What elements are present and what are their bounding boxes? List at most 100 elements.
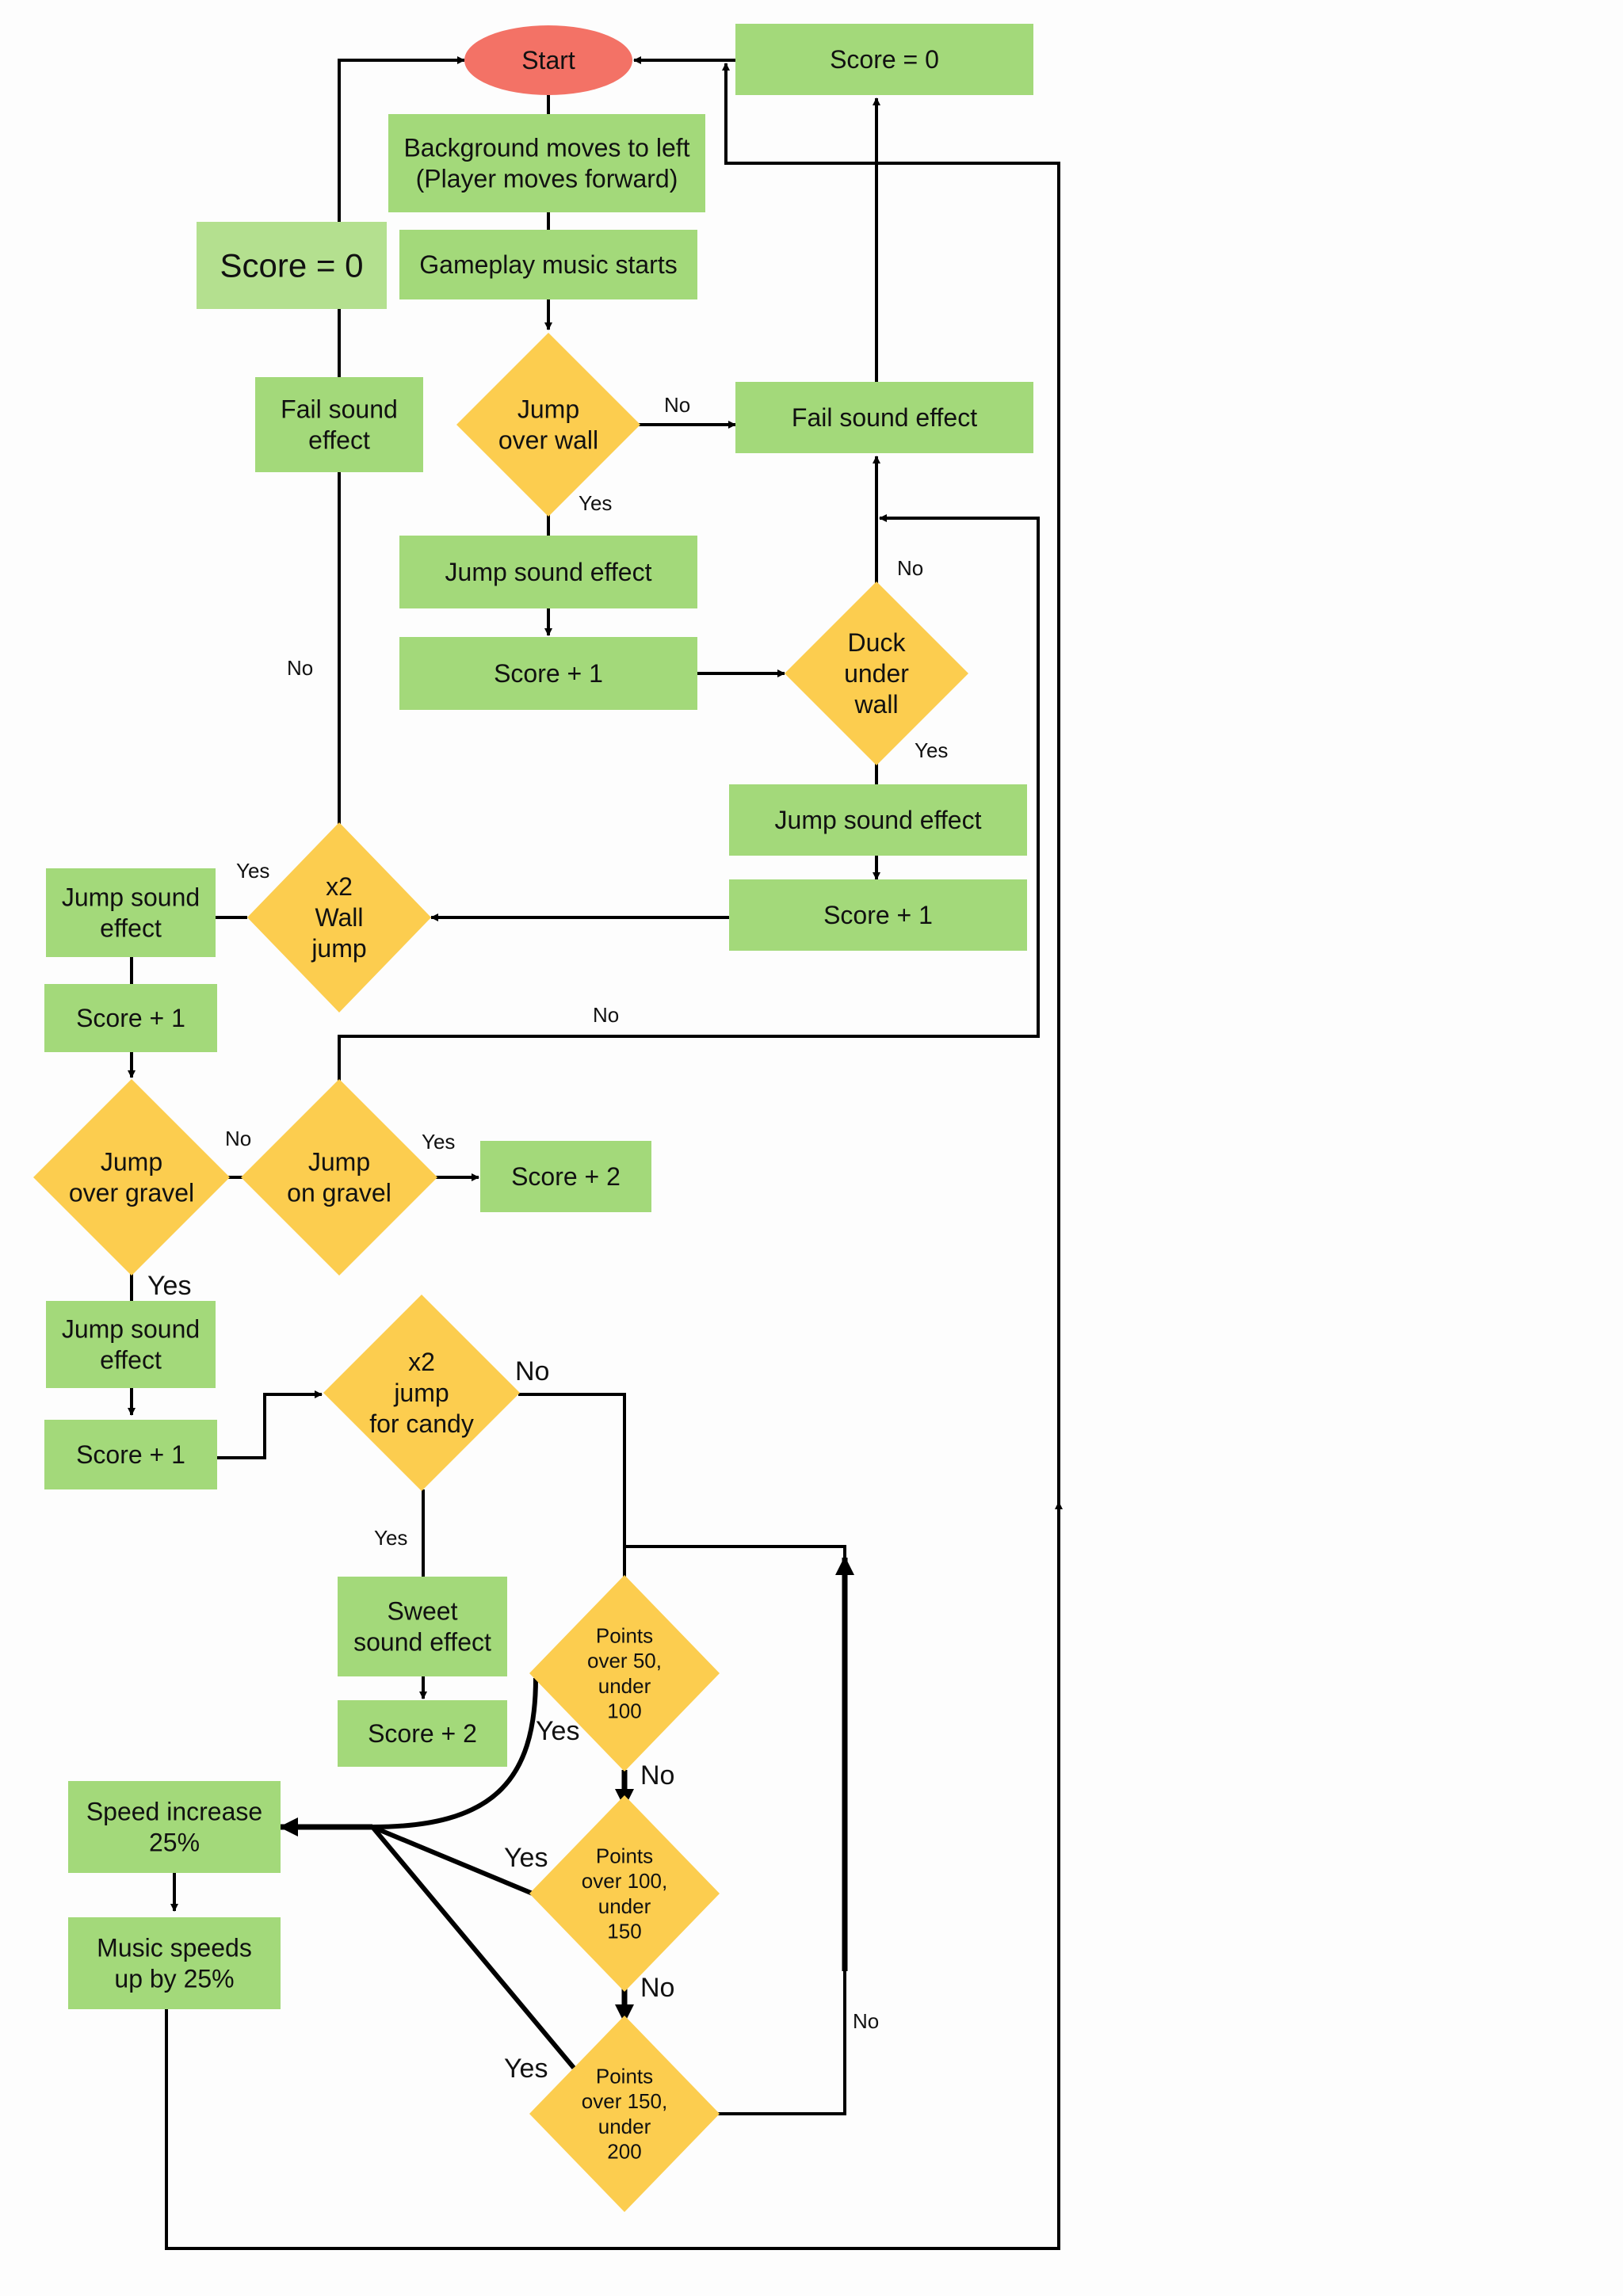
node-label-line: for candy xyxy=(369,1409,474,1438)
node-score-plus-1-c: Score + 1 xyxy=(44,984,217,1052)
node-label-line: under xyxy=(598,2115,651,2138)
label-no-jump-wall: No xyxy=(664,393,690,417)
label-no-duck: No xyxy=(897,556,923,580)
process-box xyxy=(46,868,216,957)
node-label-line: Score + 1 xyxy=(76,1440,185,1469)
decision-diamond xyxy=(241,1079,437,1276)
node-label-line: Jump xyxy=(517,395,579,424)
process-box xyxy=(399,536,697,608)
node-label-line: over wall xyxy=(498,426,598,455)
node-label-line: effect xyxy=(308,426,370,455)
node-label-line: 150 xyxy=(607,1920,641,1943)
process-box xyxy=(338,1577,507,1676)
node-label-line: under xyxy=(598,1894,651,1918)
decision-diamond xyxy=(529,2016,720,2212)
decision-diamond xyxy=(456,333,640,517)
process-box xyxy=(68,1917,281,2009)
edge-fail-left-to-start xyxy=(338,60,464,377)
node-label-line: Gameplay music starts xyxy=(419,250,677,279)
node-label-line: x2 xyxy=(408,1348,435,1376)
node-label-line: Score + 1 xyxy=(76,1004,185,1032)
node-music-starts: Gameplay music starts xyxy=(399,230,697,299)
node-label-line: Score + 1 xyxy=(494,659,603,688)
label-no-gravel-loop: No xyxy=(593,1003,619,1027)
node-label-line: Jump sound effect xyxy=(775,806,982,834)
edge-candy-no xyxy=(518,1393,626,1578)
label-no-points-150: No xyxy=(853,2009,879,2033)
edge-on-gravel-no-loop xyxy=(338,514,1040,1081)
process-box xyxy=(255,377,423,472)
process-box xyxy=(44,1420,217,1489)
node-jump-sound-2: Jump sound effect xyxy=(729,784,1027,856)
process-box xyxy=(338,1700,507,1767)
label-yes-x2-wall: Yes xyxy=(236,859,269,883)
edge-points100-yes xyxy=(371,1825,534,1896)
process-box xyxy=(735,24,1033,95)
node-label-line: Background moves to left xyxy=(403,134,689,162)
process-box xyxy=(197,222,387,309)
node-label-line: sound effect xyxy=(353,1628,491,1657)
edge-loop-to-score-reset xyxy=(722,63,1060,1505)
node-label-line: Score + 1 xyxy=(823,901,933,929)
node-label-line: jump xyxy=(311,934,366,963)
label-yes-duck: Yes xyxy=(915,738,948,762)
node-score-plus-1-b: Score + 1 xyxy=(729,879,1027,951)
label-yes-candy: Yes xyxy=(374,1526,407,1550)
node-score-reset-top: Score = 0 xyxy=(735,24,1033,95)
decision-diamond xyxy=(323,1295,520,1491)
node-label-line: on gravel xyxy=(287,1179,391,1207)
node-jump-sound-1: Jump sound effect xyxy=(399,536,697,608)
node-label-line: Score = 0 xyxy=(220,247,364,284)
node-label-line: Score + 2 xyxy=(511,1162,621,1191)
node-label-line: under xyxy=(598,1674,651,1698)
process-box xyxy=(399,637,697,710)
node-label-line: wall xyxy=(854,690,898,719)
node-label-line: Points xyxy=(596,2065,653,2088)
node-label-line: Jump xyxy=(101,1148,162,1177)
node-label-line: Jump sound xyxy=(62,1315,200,1344)
node-label-line: Speed increase xyxy=(86,1798,262,1826)
label-no-x2-wall: No xyxy=(287,656,313,680)
node-label-line: Fail sound xyxy=(281,395,398,424)
node-score-plus-2-a: Score + 2 xyxy=(480,1141,651,1212)
label-yes-over-gravel: Yes xyxy=(147,1271,191,1301)
decision-diamond xyxy=(247,822,431,1013)
node-label-line: Jump sound effect xyxy=(445,558,652,586)
process-box xyxy=(729,879,1027,951)
node-label-line: Jump xyxy=(308,1148,370,1177)
edge-labels: No Yes No Yes Yes No No No Yes Yes No Ye… xyxy=(147,393,948,2084)
node-label-line: (Player moves forward) xyxy=(416,165,678,193)
node-label-line: 25% xyxy=(149,1829,200,1857)
node-label-line: x2 xyxy=(326,872,353,901)
process-box xyxy=(46,1301,216,1388)
node-label-line: Wall xyxy=(315,903,363,932)
node-label-line: up by 25% xyxy=(114,1965,234,1993)
node-label-line: 200 xyxy=(607,2140,641,2164)
label-yes-on-gravel: Yes xyxy=(422,1130,455,1154)
node-label-line: jump xyxy=(393,1379,449,1407)
node-label-line: Score = 0 xyxy=(830,45,939,74)
node-background-moves: Background moves to left (Player moves fo… xyxy=(388,114,705,212)
node-label-line: under xyxy=(844,659,909,688)
label-no-candy: No xyxy=(515,1356,549,1386)
node-label-line: Music speeds xyxy=(97,1934,252,1962)
node-label-line: Sweet xyxy=(388,1597,458,1626)
connectors xyxy=(128,60,1063,2250)
decision-diamond xyxy=(785,582,968,765)
node-label-line: Jump sound xyxy=(62,883,200,912)
node-score-plus-1-d: Score + 1 xyxy=(44,1420,217,1489)
node-score-plus-2-b: Score + 2 xyxy=(338,1700,507,1767)
